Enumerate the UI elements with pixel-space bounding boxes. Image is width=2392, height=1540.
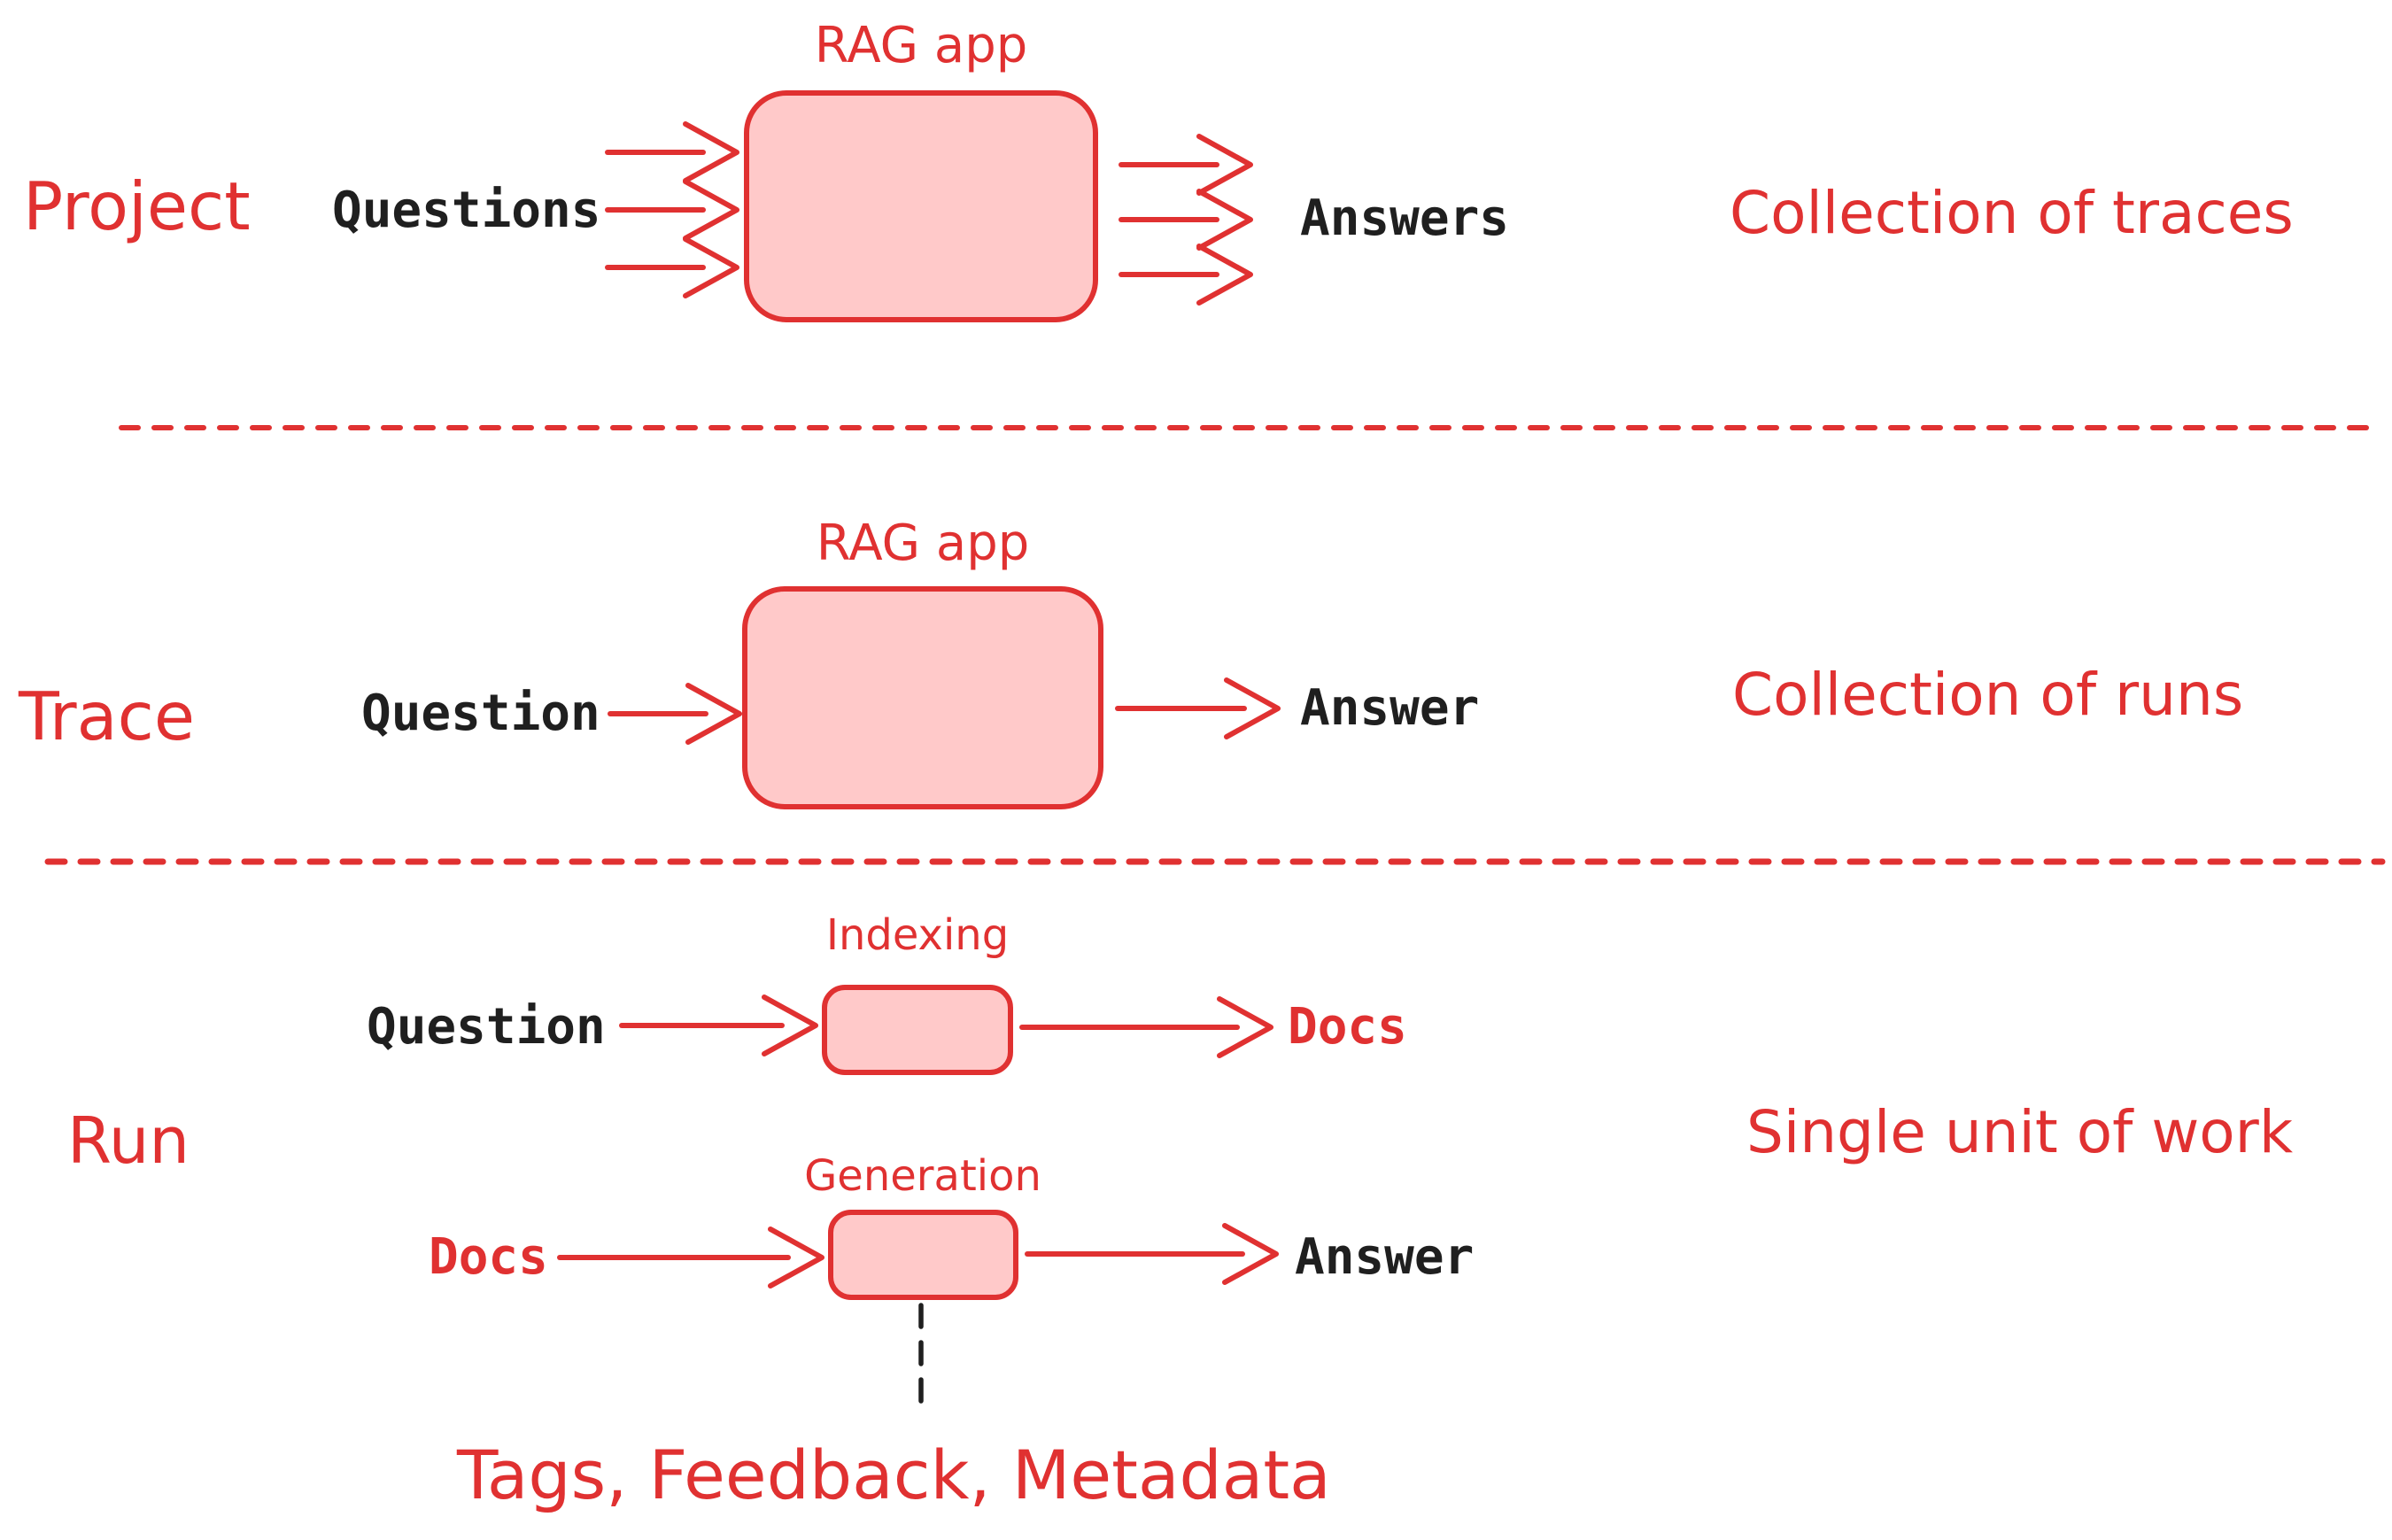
trace-output-label: Answer [1300, 679, 1480, 737]
arrow-right-icon [604, 230, 741, 305]
generation-box-title: Generation [804, 1151, 1041, 1201]
project-row-label: Project [23, 167, 251, 245]
generation-output-label: Answer [1295, 1228, 1475, 1286]
trace-input-label: Question [361, 685, 600, 742]
arrow-right-icon [1114, 671, 1282, 746]
trace-description: Collection of runs [1732, 661, 2244, 729]
dashed-divider [0, 422, 2392, 433]
trace-box-title: RAG app [816, 515, 1030, 572]
indexing-input-label: Question [367, 998, 606, 1056]
indexing-output-label: Docs [1288, 998, 1407, 1056]
arrow-right-icon [604, 173, 741, 247]
project-description: Collection of traces [1730, 179, 2294, 247]
arrow-right-icon [604, 115, 741, 190]
arrow-right-icon [1118, 237, 1255, 312]
arrow-right-icon [1118, 128, 1255, 202]
run-annotation: Tags, Feedback, Metadata [457, 1436, 1331, 1514]
generation-input-label: Docs [429, 1228, 548, 1286]
indexing-box [822, 985, 1013, 1075]
indexing-box-title: Indexing [825, 910, 1010, 960]
arrow-right-icon [607, 677, 744, 751]
arrow-right-icon [1024, 1217, 1281, 1291]
arrow-right-icon [618, 988, 820, 1063]
project-box-title: RAG app [814, 17, 1028, 74]
project-input-label: Questions [332, 182, 601, 239]
arrow-right-icon [1018, 990, 1275, 1064]
trace-row-label: Trace [19, 677, 195, 755]
dashed-connector [916, 1302, 926, 1419]
generation-box [828, 1210, 1018, 1300]
arrow-right-icon [556, 1220, 826, 1295]
rag-app-box [744, 90, 1098, 322]
run-description: Single unit of work [1746, 1098, 2294, 1166]
project-output-label: Answers [1300, 190, 1510, 247]
rag-app-box [742, 586, 1103, 809]
dashed-divider [0, 856, 2392, 867]
arrow-right-icon [1118, 182, 1255, 257]
run-row-label: Run [67, 1103, 190, 1178]
